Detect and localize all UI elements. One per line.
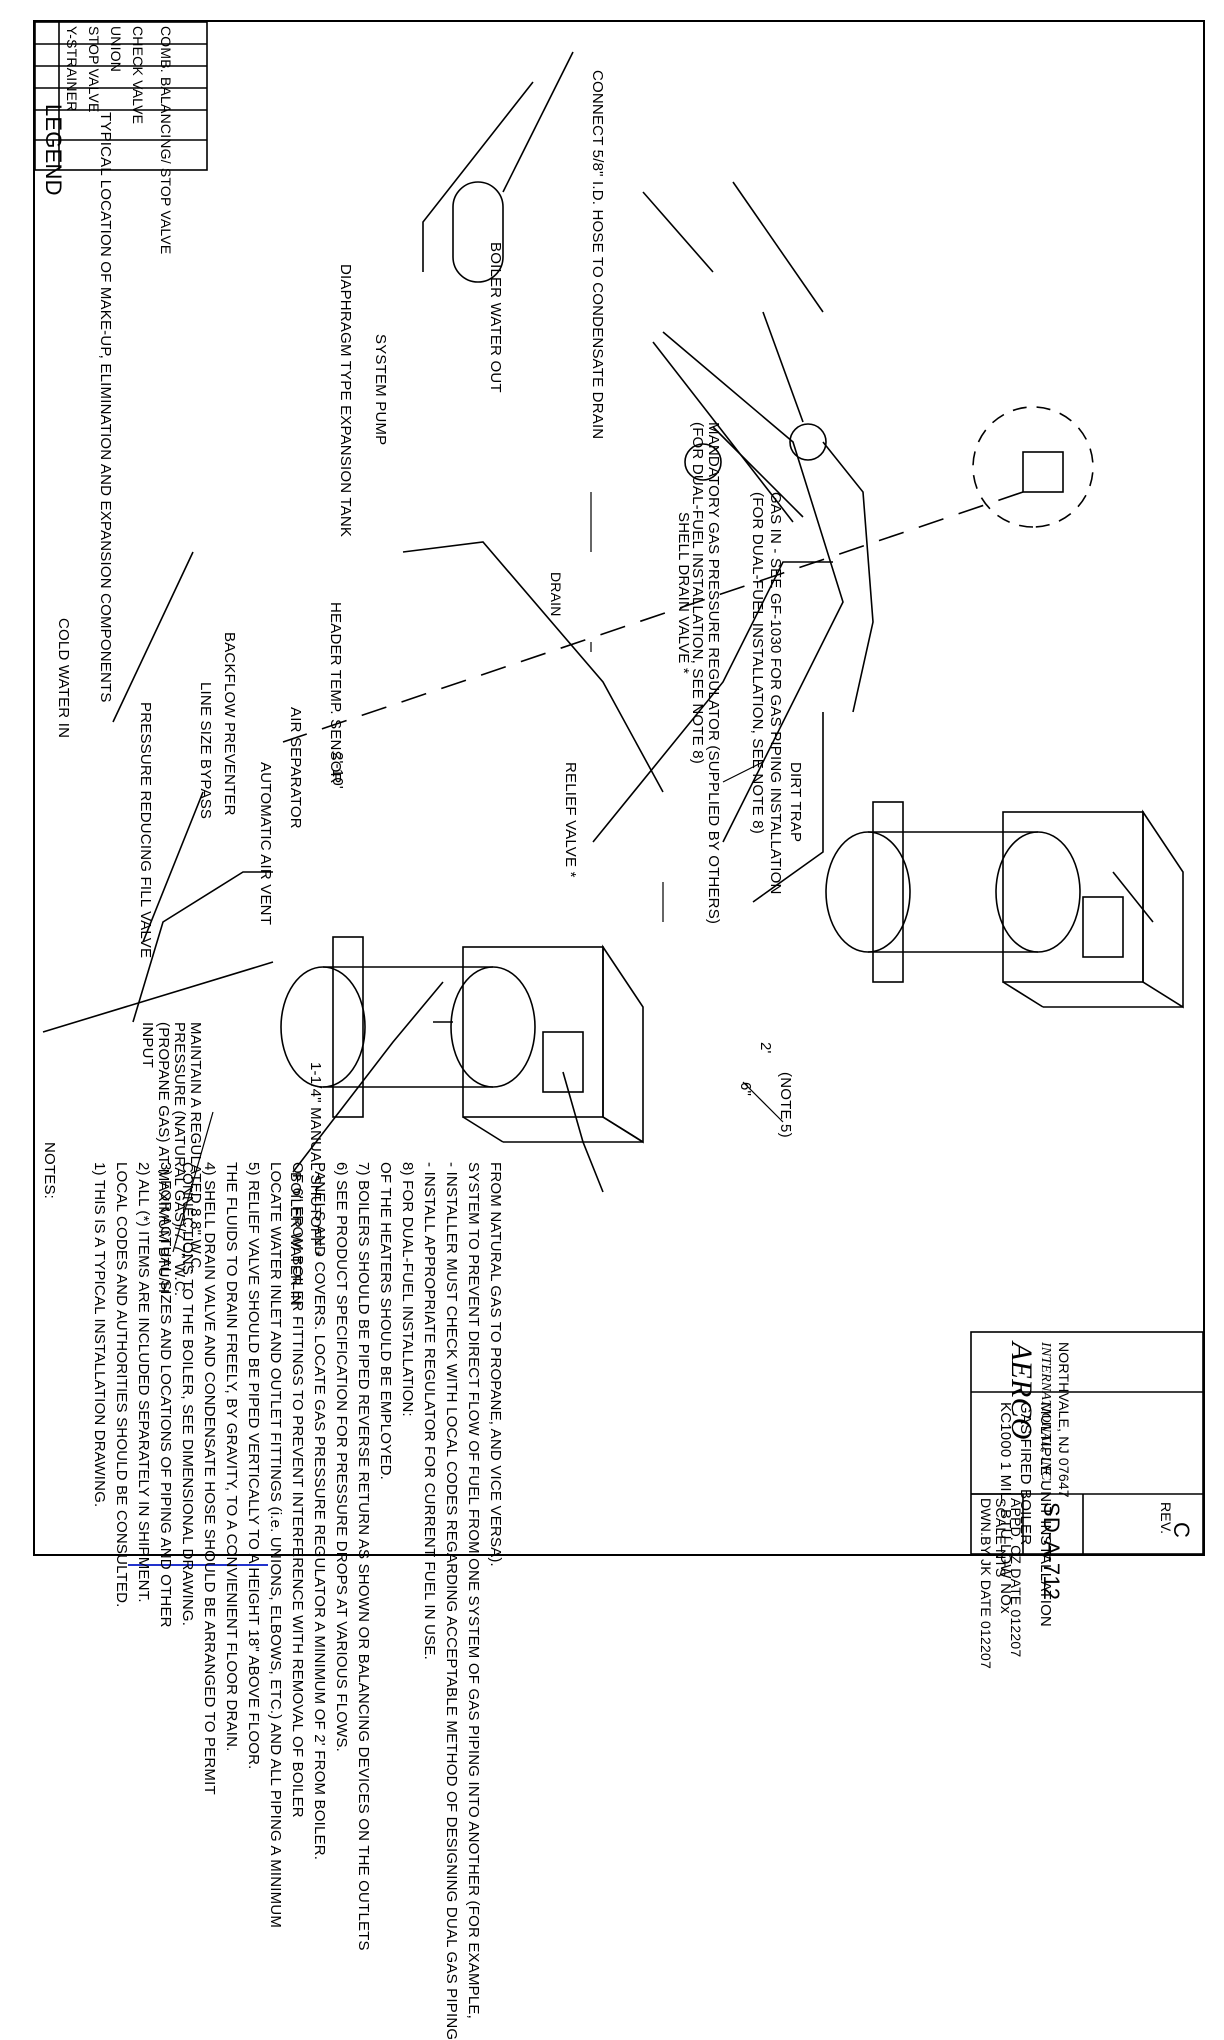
label-dim-2ft: 2' <box>757 1042 774 1054</box>
legend-label-y-strainer: Y-STRAINER <box>64 26 80 112</box>
note-line: THE FLUIDS TO DRAIN FREELY, BY GRAVITY, … <box>223 1162 240 1752</box>
legend-label-union: UNION <box>108 26 124 73</box>
note-line: OF THE HEATERS SHOULD BE EMPLOYED. <box>377 1162 394 1480</box>
label-drain: DRAIN <box>548 572 564 617</box>
label-system-pump: SYSTEM PUMP <box>372 334 389 446</box>
appd: APPD. CZ DATE 012207 <box>1008 1498 1024 1658</box>
note-line: 5) RELIEF VALVE SHOULD BE PIPED VERTICAL… <box>245 1162 262 1770</box>
note-line: OF 6" FROM BOILER FITTINGS TO PREVENT IN… <box>289 1162 306 1818</box>
note-line: LOCATE WATER INLET AND OUTLET FITTINGS (… <box>267 1162 284 1929</box>
page-link-underline <box>128 1564 268 1566</box>
label-relief-valve: RELIEF VALVE * <box>562 762 579 878</box>
note-line: FROM NATURAL GAS TO PROPANE, AND VICE VE… <box>487 1162 504 1567</box>
label-cold-water-in: COLD WATER IN <box>55 618 72 739</box>
label-dimension-2-10: 2'-10' <box>329 752 346 789</box>
note-line: LOCAL CODES AND AUTHORITIES SHOULD BE CO… <box>113 1162 130 1608</box>
dwn-by: DWN.BY JK DATE 012207 <box>978 1498 994 1669</box>
note-line: - INSTALL APPROPRIATE REGULATOR FOR CURR… <box>421 1162 438 1660</box>
label-gas-in-1: GAS IN - SEE GF-1030 FOR GAS PIPING INST… <box>767 492 784 895</box>
note-line: 6) SEE PRODUCT SPECIFICATION FOR PRESSUR… <box>333 1162 350 1753</box>
legend-title: LEGEND <box>41 104 66 196</box>
gas-piping <box>562 712 1154 1193</box>
note-line: 3) FOR ACTUAL SIZES AND LOCATIONS OF PIP… <box>157 1162 174 1628</box>
label-line-size-bypass: LINE SIZE BYPASS <box>197 682 214 820</box>
piping-schematic <box>35 22 1203 1554</box>
legend-label-balancing-valve: COMB. BALANCING/ STOP VALVE <box>158 26 174 255</box>
note-line: 8) FOR DUAL-FUEL INSTALLATION: <box>399 1162 416 1417</box>
note-line: 1) THIS IS A TYPICAL INSTALLATION DRAWIN… <box>91 1162 108 1508</box>
components <box>282 181 1094 743</box>
label-automatic-air-vent: AUTOMATIC AIR VENT <box>257 762 274 926</box>
label-air-separator: AIR SEPARATOR <box>287 707 304 829</box>
drawing-number: SD-A-712 <box>1039 1502 1064 1601</box>
boiler-1 <box>280 936 644 1144</box>
legend-label-stop-valve: STOP VALVE <box>86 26 102 113</box>
label-boiler-water-out: BOILER WATER OUT <box>487 242 504 393</box>
note-line: 7) BOILERS SHOULD BE PIPED REVERSE RETUR… <box>355 1162 372 1951</box>
title-block-frame <box>970 1331 1203 1554</box>
boiler-2 <box>825 801 1184 1009</box>
note-line: - INSTALLER MUST CHECK WITH LOCAL CODES … <box>443 1162 460 2040</box>
note-line: SYSTEM TO PREVENT DIRECT FLOW OF FUEL FR… <box>465 1162 482 2019</box>
label-gas-in-2: (FOR DUAL-FUEL INSTALLATION, SEE NOTE 8) <box>749 492 766 834</box>
label-pressure-reducing: PRESSURE REDUCING FILL VALVE <box>137 702 154 959</box>
label-backflow-preventer: BACKFLOW PREVENTER <box>221 632 238 816</box>
rotated-drawing-canvas: TYPICAL LOCATION OF MAKE-UP, ELIMINATION… <box>35 22 1203 2040</box>
label-connect-hose: CONNECT 5/8" I.D. HOSE TO CONDENSATE DRA… <box>589 70 606 440</box>
rev-value: C <box>1169 1522 1194 1539</box>
notes-title: NOTES: <box>41 1142 58 1200</box>
note-line: 4) SHELL DRAIN VALVE AND CONDENSATE HOSE… <box>201 1162 218 1795</box>
drawing-sheet: TYPICAL LOCATION OF MAKE-UP, ELIMINATION… <box>33 20 1205 2040</box>
label-dim-6in: 6" <box>737 1082 754 1097</box>
water-piping <box>42 51 874 1173</box>
note-line: PANELS AND COVERS. LOCATE GAS PRESSURE R… <box>311 1162 328 1861</box>
leader-lines <box>172 492 784 1253</box>
note-line: CONNECTIONS TO THE BOILER, SEE DIMENSION… <box>179 1162 196 1627</box>
note-line: 2) ALL (*) ITEMS ARE INCLUDED SEPARATELY… <box>135 1162 152 1603</box>
legend-frame <box>35 22 208 171</box>
company-address: NORTHVALE, NJ 07647 <box>1056 1342 1072 1498</box>
label-diaphragm-tank: DIAPHRAGM TYPE EXPANSION TANK <box>337 264 354 538</box>
label-typical-location: TYPICAL LOCATION OF MAKE-UP, ELIMINATION… <box>97 112 114 703</box>
legend-label-check-valve: CHECK VALVE <box>130 26 146 125</box>
label-gas-regulator-1: MANDATORY GAS PRESSURE REGULATOR (SUPPLI… <box>705 422 722 925</box>
label-gas-regulator-2: (FOR DUAL-FUEL INSTALLATION, SEE NOTE 8) <box>689 422 706 764</box>
label-dirt-trap: DIRT TRAP <box>787 762 804 843</box>
label-note-5: (NOTE 5) <box>777 1072 794 1138</box>
drawing-frame <box>33 20 1205 1556</box>
scale: SCALE NTS <box>993 1498 1009 1578</box>
